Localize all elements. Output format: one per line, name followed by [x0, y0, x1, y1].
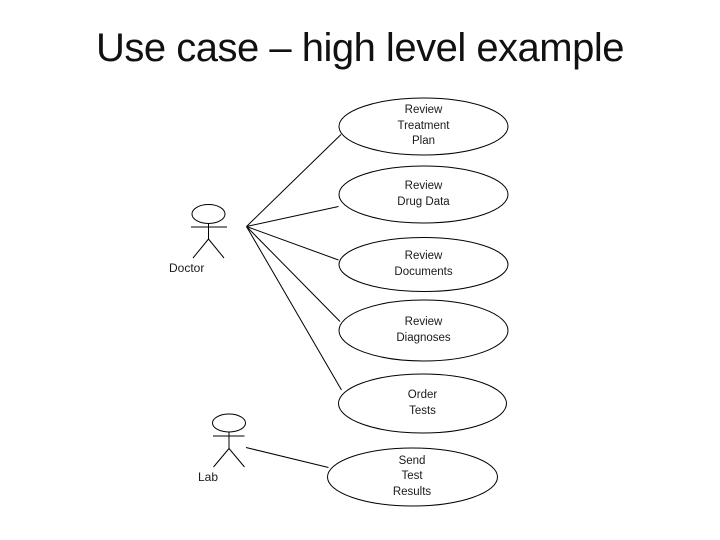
use-case-ellipse-send-test-results	[327, 447, 498, 507]
association-doctor-review-drug-data	[246, 206, 339, 227]
use-case-ellipse-order-tests	[338, 373, 507, 434]
doctor-head	[191, 204, 226, 224]
doctor-stick-figure-icon	[191, 204, 227, 259]
lab-head	[212, 413, 246, 433]
actor-label-lab: Lab	[198, 470, 219, 484]
doctor-right-leg	[208, 238, 225, 259]
association-doctor-review-treatment-plan	[246, 134, 342, 227]
use-case-ellipse-review-treatment-plan	[338, 97, 509, 156]
association-lab-send-test-results	[245, 447, 329, 468]
lab-left-leg	[213, 448, 230, 468]
association-doctor-review-documents	[246, 226, 339, 261]
use-case-ellipse-review-drug-data	[338, 165, 509, 224]
slide-title: Use case – high level example	[95, 26, 625, 70]
lab-right-leg	[228, 448, 245, 468]
doctor-left-leg	[192, 238, 209, 259]
lab-stick-figure-icon	[212, 413, 246, 468]
association-doctor-review-diagnoses	[246, 226, 341, 322]
use-case-ellipse-review-diagnoses	[338, 299, 509, 362]
association-doctor-order-tests	[246, 226, 342, 391]
actor-label-doctor: Doctor	[169, 261, 205, 275]
use-case-ellipse-review-documents	[338, 237, 509, 292]
